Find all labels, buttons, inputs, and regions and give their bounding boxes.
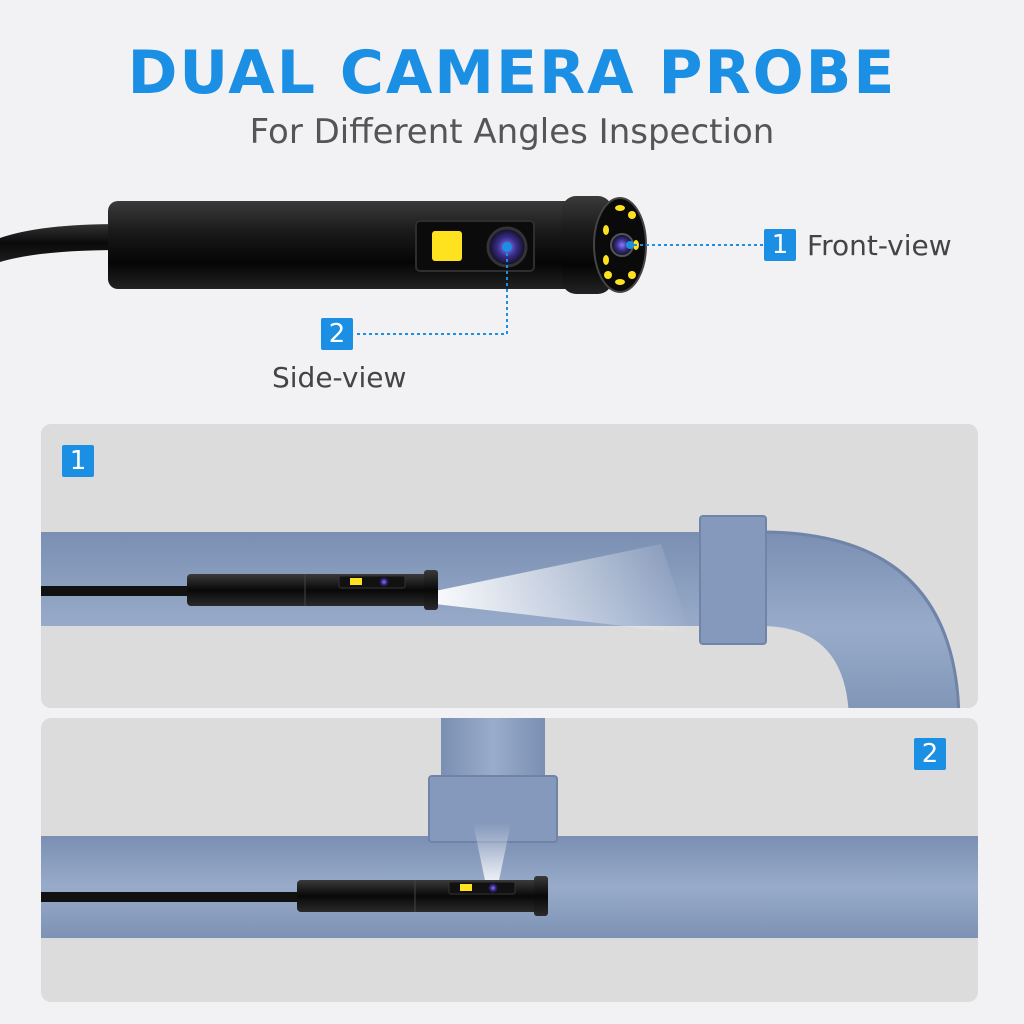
side-panel-badge: 2	[914, 738, 946, 770]
elbow-pipe	[41, 532, 959, 708]
small-probe-tip-2	[534, 876, 548, 916]
front-callout-badge: 1	[764, 229, 796, 261]
front-callout-label: Front-view	[807, 229, 952, 262]
pipe-coupling	[699, 515, 767, 645]
small-probe-tip	[424, 570, 438, 610]
light-beam-up	[473, 823, 511, 890]
page-subtitle: For Different Angles Inspection	[249, 112, 775, 152]
side-callout-label: Side-view	[272, 361, 407, 394]
side-callout-badge: 2	[321, 318, 353, 350]
led-square	[432, 231, 462, 261]
side-view-panel: 2	[41, 718, 978, 1002]
probe-illustration	[0, 196, 763, 335]
side-leader	[355, 253, 508, 335]
front-panel-badge: 1	[62, 445, 94, 477]
front-view-panel: 1	[41, 424, 978, 708]
page-title: DUAL CAMERA PROBE	[127, 38, 897, 108]
light-beam	[435, 544, 691, 634]
elbow-pipe-scene	[41, 515, 961, 708]
small-probe-cable	[41, 586, 191, 596]
small-probe-cable-2	[41, 892, 301, 902]
tee-pipe-scene	[41, 718, 978, 938]
probe-cable	[0, 224, 120, 262]
